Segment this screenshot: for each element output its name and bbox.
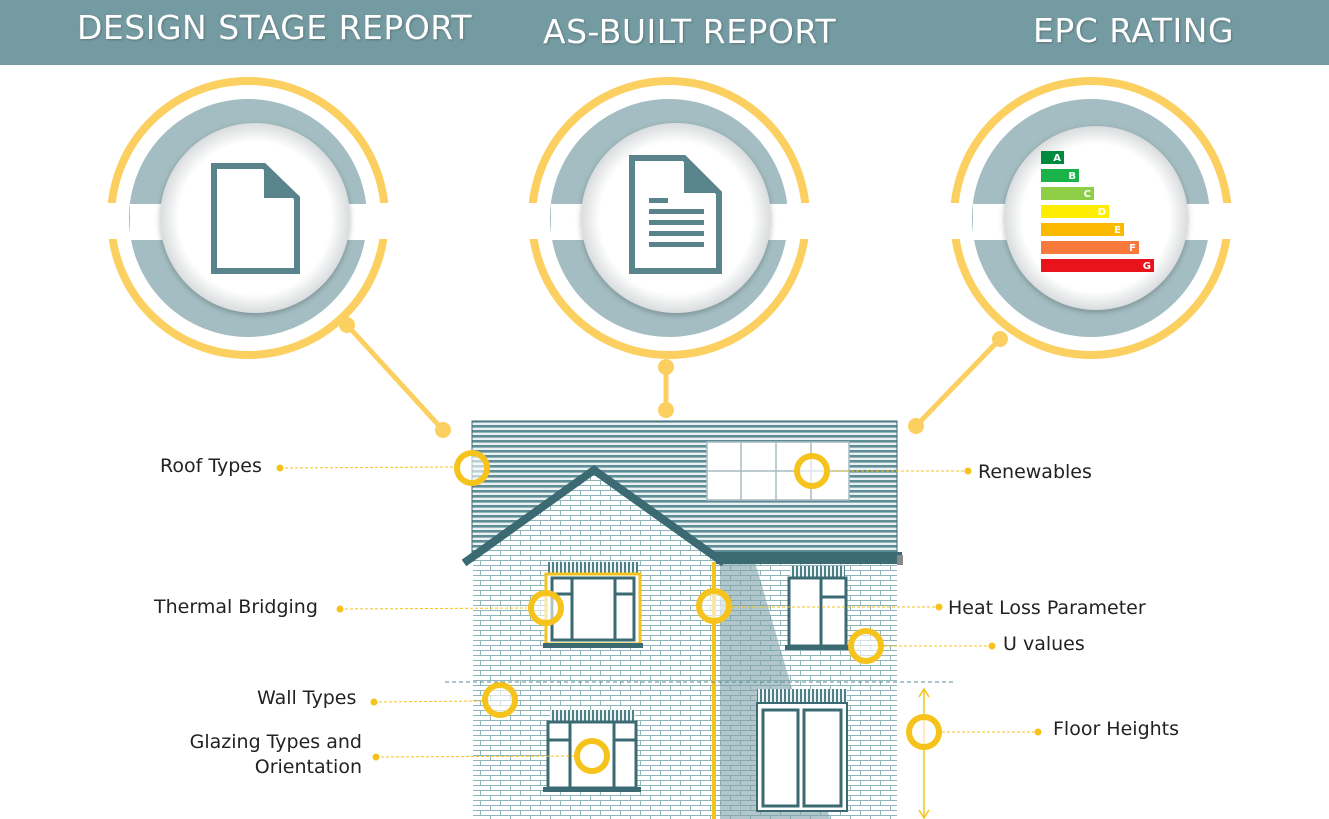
document-text-icon	[629, 155, 722, 274]
label-glazing-types-line2: Orientation	[254, 756, 362, 778]
label-roof-types: Roof Types	[160, 455, 262, 477]
epc-band-f	[1041, 241, 1139, 254]
epc-band-d	[1041, 205, 1109, 218]
epc-band-letter-g: G	[1143, 261, 1151, 272]
epc-band-letter-a: A	[1053, 153, 1061, 164]
epc-band-letter-b: B	[1068, 171, 1076, 182]
epc-band-b	[1041, 169, 1079, 182]
epc-band-letter-e: E	[1114, 225, 1121, 236]
epc-band-letter-d: D	[1098, 207, 1106, 218]
document-icon	[211, 163, 300, 274]
patio-door	[756, 689, 848, 812]
label-thermal-bridging: Thermal Bridging	[154, 596, 318, 618]
title-as-built-report: AS-BUILT REPORT	[543, 12, 837, 51]
title-design-stage-report: DESIGN STAGE REPORT	[77, 8, 472, 47]
epc-band-e	[1041, 223, 1124, 236]
label-glazing-types-line1: Glazing Types and	[189, 731, 362, 753]
house	[445, 420, 955, 819]
label-renewables: Renewables	[978, 461, 1092, 483]
label-wall-types: Wall Types	[257, 687, 357, 709]
epc-band-a	[1041, 151, 1064, 164]
as-built-circle	[522, 77, 818, 359]
label-u-values: U values	[1003, 633, 1085, 655]
epc-band-letter-f: F	[1129, 243, 1136, 254]
window-upper-right	[785, 566, 850, 650]
epc-band-g	[1041, 259, 1154, 272]
label-floor-heights: Floor Heights	[1053, 718, 1180, 740]
design-stage-circle	[100, 77, 396, 359]
markers	[276, 450, 1042, 774]
floor-height-arrow	[918, 687, 930, 819]
epc-band-c	[1041, 187, 1094, 200]
title-epc-rating: EPC RATING	[1033, 11, 1235, 50]
epc-band-letter-c: C	[1084, 189, 1091, 200]
label-heat-loss-parameter: Heat Loss Parameter	[948, 597, 1146, 619]
header-bar	[0, 0, 1329, 65]
circle-connectors	[339, 317, 1008, 438]
